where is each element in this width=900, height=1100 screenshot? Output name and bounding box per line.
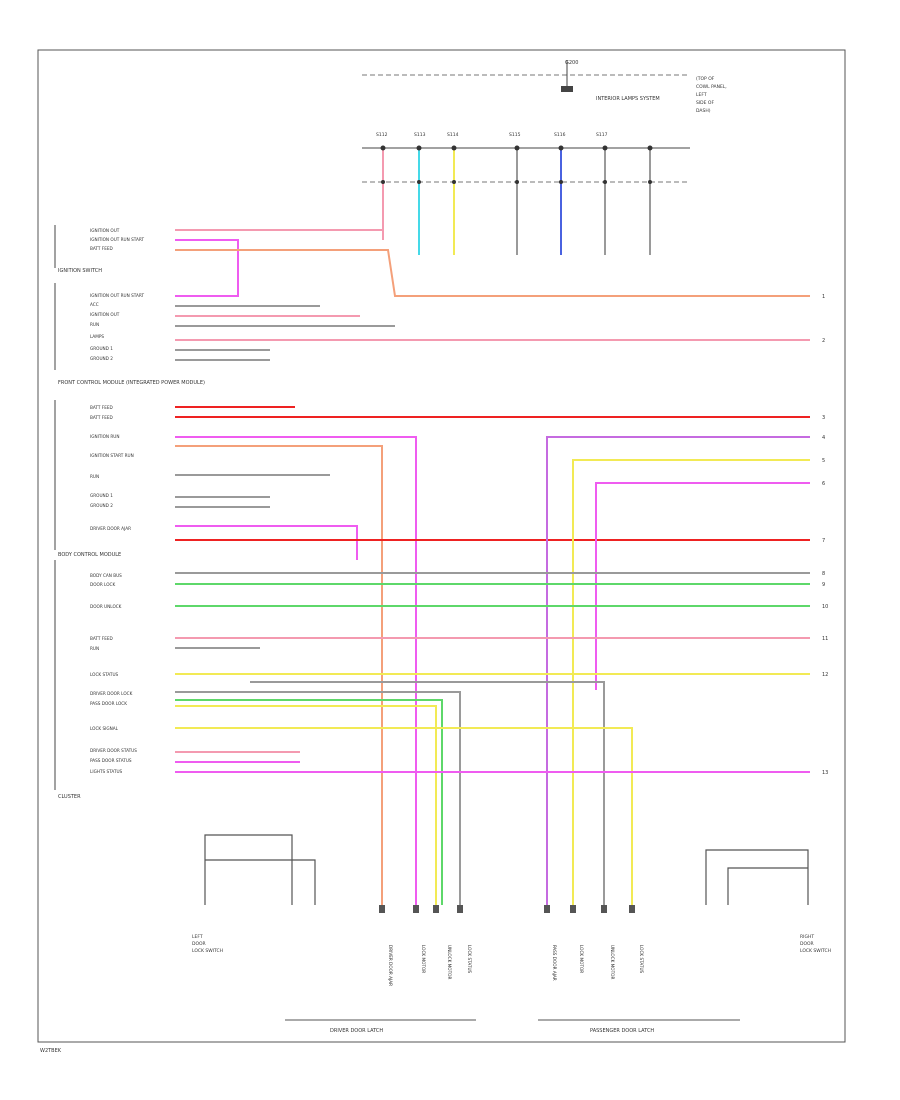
- edge-pin: 3: [822, 415, 825, 421]
- wires: [175, 229, 810, 905]
- ground-drops: [382, 148, 651, 255]
- pin-label: GROUND 2: [90, 503, 113, 508]
- pin-label: IGNITION OUT: [90, 312, 120, 317]
- svg-text:UNLOCK MOTOR: UNLOCK MOTOR: [447, 945, 452, 979]
- front-control-module-label: FRONT CONTROL MODULE (INTEGRATED POWER M…: [58, 380, 205, 386]
- pin-label: LOCK SIGNAL: [90, 726, 119, 731]
- edge-pin: 7: [822, 538, 825, 544]
- pin-label: ACC: [90, 302, 99, 307]
- passenger-door-latch-label: PASSENGER DOOR LATCH: [590, 1028, 654, 1034]
- left-pin-labels: IGNITION OUT IGNITION OUT RUN START BATT…: [90, 228, 144, 774]
- pin-label: LAMPS: [90, 334, 104, 339]
- footer-code: W2TBEK: [40, 1048, 62, 1054]
- pin-label: PASS DOOR STATUS: [90, 758, 132, 763]
- svg-text:PASS DOOR AJAR: PASS DOOR AJAR: [552, 945, 557, 981]
- pin-label: IGNITION START RUN: [90, 453, 134, 458]
- pin-label: DOOR UNLOCK: [90, 604, 122, 609]
- svg-text:LOCK STATUS: LOCK STATUS: [639, 945, 644, 974]
- ground-note-2: COWL PANEL,: [696, 84, 727, 90]
- edge-pin: 12: [822, 672, 828, 678]
- edge-pin: 10: [822, 604, 828, 610]
- pin-label: IGNITION RUN: [90, 434, 120, 439]
- pin-label: IGNITION OUT: [90, 228, 120, 233]
- left-switch-label: LEFT: [192, 934, 203, 940]
- pin-label: RUN: [90, 646, 99, 651]
- svg-text:DRIVER DOOR AJAR: DRIVER DOOR AJAR: [388, 945, 393, 986]
- svg-text:LOCK MOTOR: LOCK MOTOR: [579, 945, 584, 973]
- svg-text:LOCK MOTOR: LOCK MOTOR: [421, 945, 426, 973]
- right-switch-label: DOOR: [800, 941, 814, 947]
- right-switch-label: RIGHT: [800, 934, 814, 940]
- svg-text:UNLOCK MOTOR: UNLOCK MOTOR: [610, 945, 615, 979]
- pin-label: PASS DOOR LOCK: [90, 701, 127, 706]
- pin-label: BATT FEED: [90, 415, 113, 420]
- splice-label: S115: [509, 132, 521, 138]
- pin-label: IGNITION OUT RUN START: [90, 293, 144, 298]
- pin-label: GROUND 2: [90, 356, 113, 361]
- ground-distribution-block: G200 INTERIOR LAMPS SYSTEM (TOP OF COWL …: [362, 60, 727, 183]
- splice-label: S112: [376, 132, 388, 138]
- left-door-lock-switch: [204, 834, 316, 905]
- splice-label: S114: [447, 132, 459, 138]
- edge-pin: 4: [822, 435, 825, 441]
- ground-note-3: LEFT: [696, 92, 707, 98]
- pin-label: DRIVER DOOR STATUS: [90, 748, 137, 753]
- pin-label: BODY CAN BUS: [90, 573, 122, 578]
- ground-note-5: DASH): [696, 108, 711, 114]
- edge-pin: 9: [822, 582, 825, 588]
- splice-dots: [380, 145, 653, 184]
- edge-pin: 8: [822, 571, 825, 577]
- splice-label: S117: [596, 132, 608, 138]
- right-edge-pins: 1 2 3 4 5 6 7 8 9 10 11 12 13: [822, 294, 828, 776]
- pin-label: IGNITION OUT RUN START: [90, 237, 144, 242]
- right-door-lock-switch: [705, 849, 809, 905]
- splice-label: S113: [414, 132, 426, 138]
- edge-pin: 2: [822, 338, 825, 344]
- pin-label: LOCK STATUS: [90, 672, 119, 677]
- pin-label: BATT FEED: [90, 246, 113, 251]
- edge-pin: 13: [822, 770, 828, 776]
- ground-note-4: SIDE OF: [696, 100, 714, 106]
- left-switch-label: LOCK SWITCH: [192, 948, 223, 954]
- bottom-pin-labels: DRIVER DOOR AJAR LOCK MOTOR UNLOCK MOTOR…: [388, 945, 644, 986]
- ignition-switch-label: IGNITION SWITCH: [58, 268, 102, 274]
- connector-markers: [379, 905, 635, 913]
- pin-label: LIGHTS STATUS: [90, 769, 123, 774]
- edge-pin: 5: [822, 458, 825, 464]
- pin-label: RUN: [90, 322, 99, 327]
- pin-label: BATT FEED: [90, 636, 113, 641]
- edge-pin: 1: [822, 294, 825, 300]
- pin-label: DRIVER DOOR LOCK: [90, 691, 133, 696]
- right-switch-label: LOCK SWITCH: [800, 948, 831, 954]
- splice-label: S116: [554, 132, 566, 138]
- pin-label: DRIVER DOOR AJAR: [90, 526, 131, 531]
- ground-note-1: (TOP OF: [696, 76, 715, 82]
- diagram-frame: [37, 49, 846, 1043]
- driver-door-latch-label: DRIVER DOOR LATCH: [330, 1028, 383, 1034]
- edge-pin: 6: [822, 481, 825, 487]
- cluster-label: CLUSTER: [58, 794, 81, 800]
- pin-label: GROUND 1: [90, 346, 113, 351]
- left-switch-label: DOOR: [192, 941, 206, 947]
- pin-label: DOOR LOCK: [90, 582, 115, 587]
- pin-label: RUN: [90, 474, 99, 479]
- svg-text:LOCK STATUS: LOCK STATUS: [467, 945, 472, 974]
- lamp-group-label: INTERIOR LAMPS SYSTEM: [596, 96, 660, 102]
- body-control-module-label: BODY CONTROL MODULE: [58, 552, 121, 558]
- pin-label: BATT FEED: [90, 405, 113, 410]
- edge-pin: 11: [822, 636, 828, 642]
- pin-label: GROUND 1: [90, 493, 113, 498]
- ground-label: G200: [565, 60, 578, 66]
